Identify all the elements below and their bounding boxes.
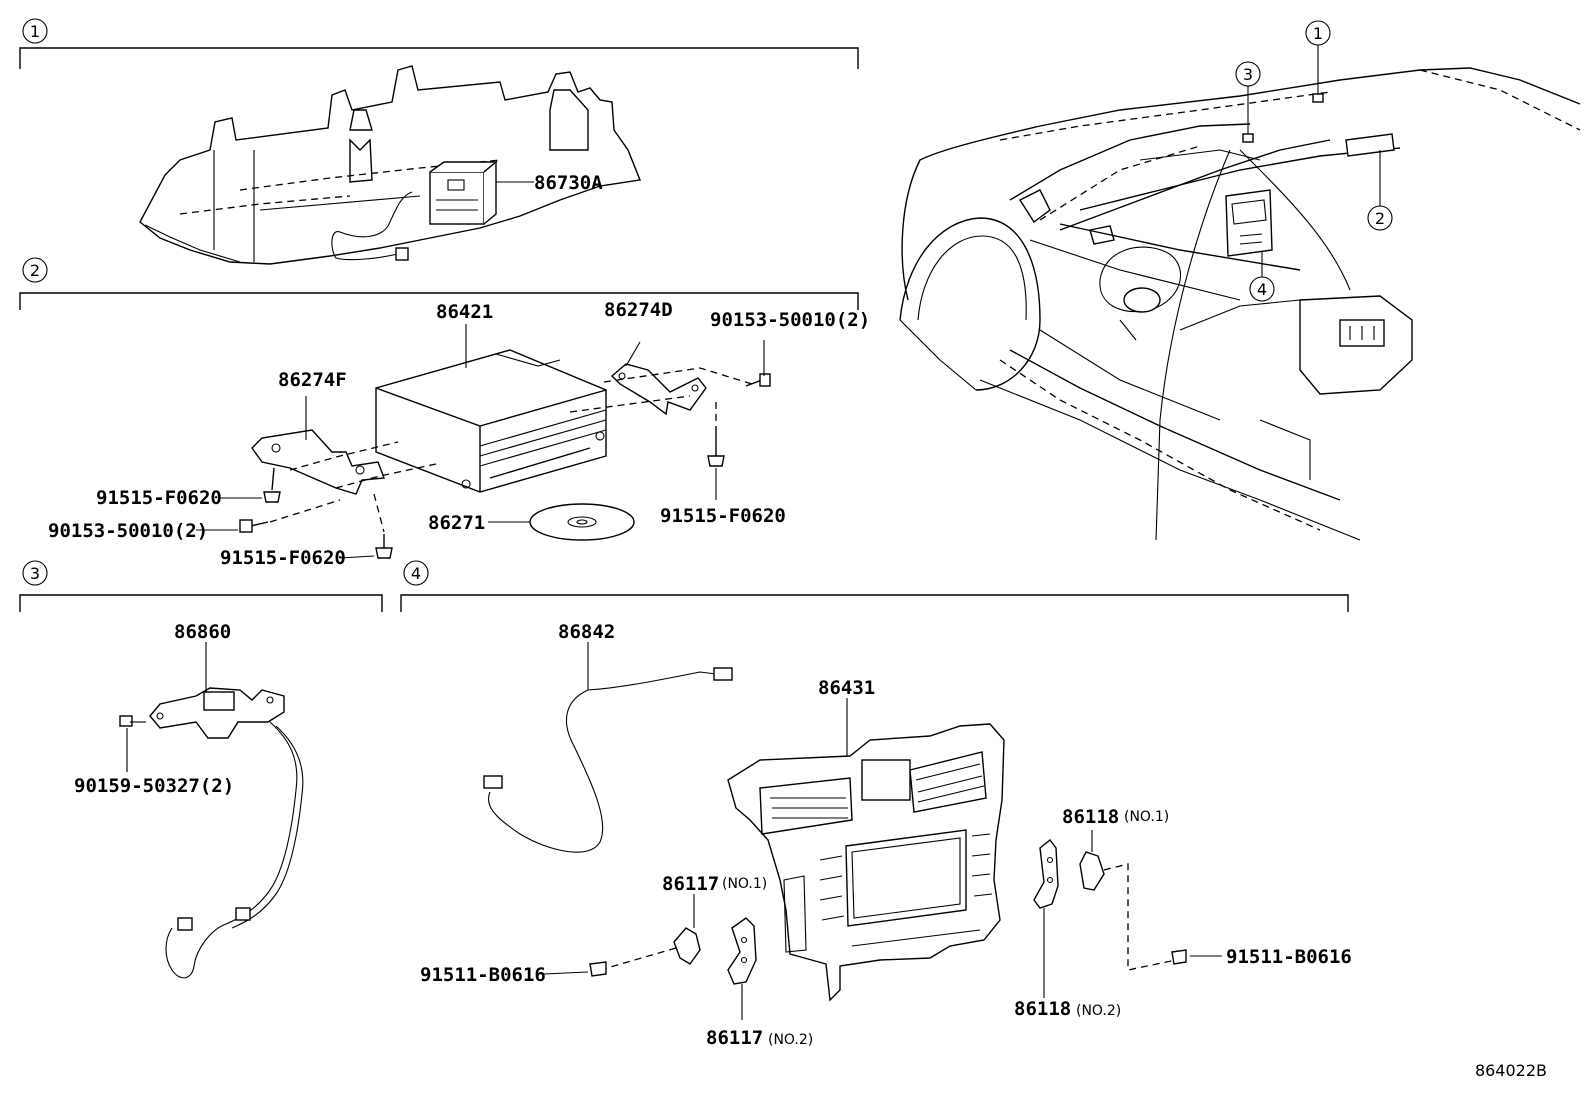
- label-86730A: 86730A: [534, 172, 603, 194]
- label-86274D: 86274D: [604, 299, 673, 321]
- section-1-label: 1: [30, 22, 40, 41]
- label-86431: 86431: [818, 677, 875, 699]
- camera-harness-drawing: 86860 90159-50327(2): [74, 621, 304, 979]
- label-86118-1-note: (NO.1): [1124, 809, 1169, 825]
- label-86118-2-note: (NO.2): [1076, 1003, 1121, 1019]
- section-4-label: 4: [411, 564, 421, 583]
- label-86117-2-note: (NO.2): [768, 1032, 813, 1048]
- center-panel-drawing: 86842 86431 86117 (NO.1) 91511-B0616: [420, 621, 1352, 1049]
- locator-2: 2: [1375, 209, 1385, 228]
- dvd-player-drawing: 86421 86274D 90153-50010(2) 91515-F0620 …: [48, 299, 870, 569]
- label-91515-bottom: 91515-F0620: [220, 547, 346, 569]
- diagram-code: 864022B: [1475, 1061, 1547, 1080]
- label-86117-2: 86117: [706, 1027, 763, 1049]
- label-86117-1-note: (NO.1): [722, 876, 767, 892]
- label-86842: 86842: [558, 621, 615, 643]
- label-86117-1: 86117: [662, 873, 719, 895]
- label-86118-2: 86118: [1014, 998, 1071, 1020]
- label-86271: 86271: [428, 512, 485, 534]
- overhead-console-drawing: 86730A: [139, 65, 641, 265]
- label-90153-top: 90153-50010(2): [710, 309, 870, 331]
- section-3-header: 3: [19, 560, 383, 612]
- section-1-header: 1: [19, 18, 859, 69]
- locator-1: 1: [1313, 24, 1323, 43]
- section-4-header: 4: [400, 560, 1349, 612]
- label-91511-right: 91511-B0616: [1226, 946, 1352, 968]
- label-86421: 86421: [436, 301, 493, 323]
- label-86860: 86860: [174, 621, 231, 643]
- section-2-label: 2: [30, 261, 40, 280]
- locator-4: 4: [1257, 280, 1267, 299]
- label-91511-left: 91511-B0616: [420, 964, 546, 986]
- locator-3: 3: [1243, 65, 1253, 84]
- vehicle-overview-drawing: 1 3 2 4: [899, 20, 1581, 541]
- label-90153-left: 90153-50010(2): [48, 520, 208, 542]
- label-91515-left-top: 91515-F0620: [96, 487, 222, 509]
- label-90159: 90159-50327(2): [74, 775, 234, 797]
- section-1-circle: [22, 18, 48, 44]
- section-2-header: 2: [19, 257, 859, 310]
- label-86274F: 86274F: [278, 369, 347, 391]
- section-3-label: 3: [30, 564, 40, 583]
- label-91515-right: 91515-F0620: [660, 505, 786, 527]
- label-86118-1: 86118: [1062, 806, 1119, 828]
